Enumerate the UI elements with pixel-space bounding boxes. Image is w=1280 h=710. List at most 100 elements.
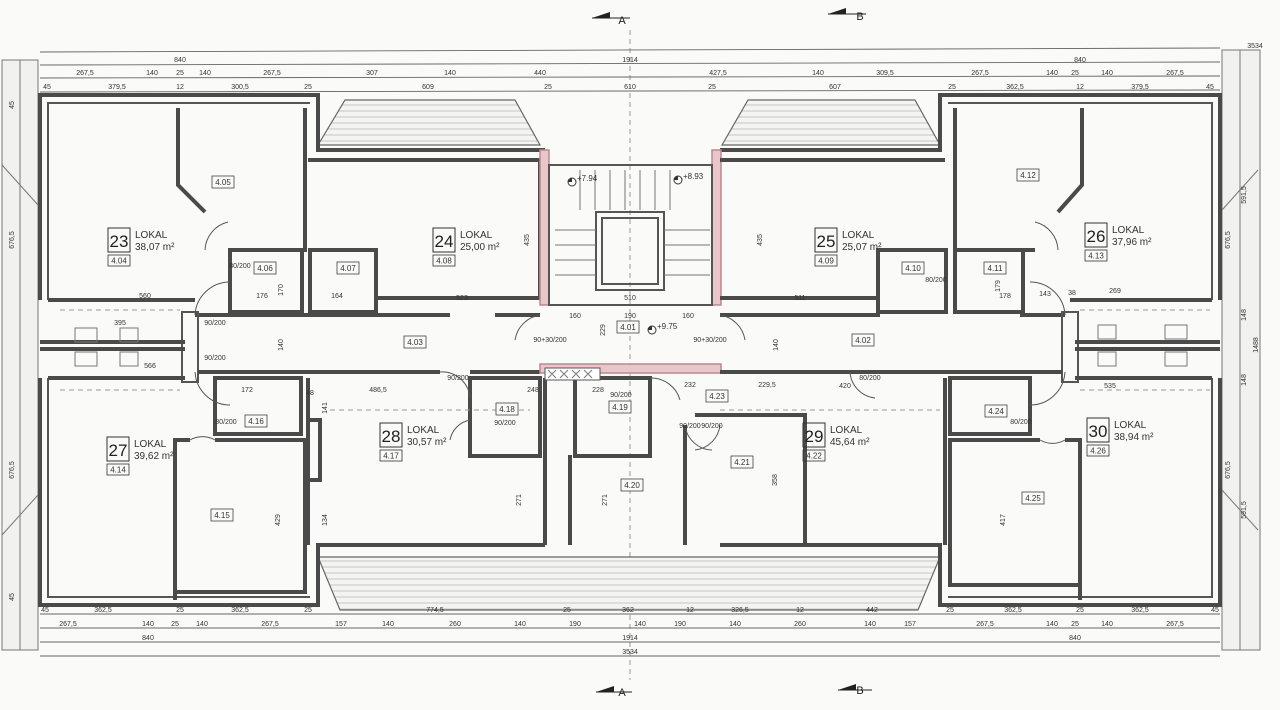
dimension-label: 535 — [1104, 383, 1116, 390]
section-arrow-icon — [592, 12, 610, 18]
dimension-label: 25 — [708, 84, 716, 91]
dimension-label: 140 — [634, 621, 646, 628]
room-code-label: 4.01 — [620, 323, 636, 332]
unit-area: 38,94 m² — [1114, 432, 1154, 443]
unit-code-box — [106, 463, 130, 476]
door-size-label: 90/200 — [204, 355, 226, 362]
room-code-label: 4.15 — [214, 511, 230, 520]
room-code-label: 4.03 — [407, 338, 423, 347]
fixtures — [60, 221, 1210, 451]
dimension-label: 25 — [304, 607, 312, 614]
unit-number-box — [1084, 222, 1108, 248]
room-code-label: 4.20 — [624, 481, 640, 490]
dimension-label: 140 — [1101, 621, 1113, 628]
room-code-box — [984, 404, 1008, 418]
dimension-label: 228 — [592, 387, 604, 394]
dimension-label: 435 — [757, 234, 764, 246]
dimension-label: 267,5 — [59, 621, 77, 628]
dimension-label: 267,5 — [261, 621, 279, 628]
unit-code-box — [107, 254, 131, 267]
dimension-label: 178 — [999, 293, 1011, 300]
room-code-box — [620, 478, 644, 492]
dimension-label: 435 — [524, 234, 531, 246]
room-code-label: 4.19 — [612, 403, 628, 412]
dimension-label: 25 — [304, 84, 312, 91]
dimension-label: 140 — [199, 70, 211, 77]
dimension-label: 160 — [569, 313, 581, 320]
unit-code-box — [432, 254, 456, 267]
room-code-box — [851, 333, 875, 347]
unit-number-box — [106, 436, 130, 462]
unit-area: 38,07 m² — [135, 242, 175, 253]
section-label-bottom-a: A — [618, 687, 626, 699]
dimension-label: 610 — [624, 84, 636, 91]
dimension-label: 148 — [1241, 374, 1248, 386]
door-size-label: 90/200 — [679, 423, 701, 430]
room-code-box — [1016, 168, 1040, 182]
unit-code-box — [1086, 444, 1110, 457]
dimension-label: 442 — [866, 607, 878, 614]
unit-area: 37,96 m² — [1112, 237, 1152, 248]
dimension-label: 179 — [995, 280, 1002, 292]
dimension-label: 440 — [534, 70, 546, 77]
dimension-label: 840 — [142, 635, 154, 642]
door-size-label: 90/200 — [610, 392, 632, 399]
dimension-label: 140 — [382, 621, 394, 628]
dimension-label: 523 — [456, 295, 468, 302]
unit-code: 4.26 — [1090, 447, 1106, 456]
dimension-label: 160 — [682, 313, 694, 320]
unit-area: 30,57 m² — [407, 437, 447, 448]
unit-code: 4.08 — [436, 257, 452, 266]
dimension-label: 25 — [544, 84, 552, 91]
dimension-label: 417 — [1000, 514, 1007, 526]
unit-area: 25,00 m² — [460, 242, 500, 253]
dimension-label: 38 — [1068, 290, 1076, 297]
unit-code-box — [379, 449, 403, 462]
dimension-label: 190 — [674, 621, 686, 628]
room-code-box — [495, 402, 519, 416]
room-code-box — [901, 261, 925, 275]
dimension-label: 190 — [569, 621, 581, 628]
room-code-label: 4.25 — [1025, 494, 1041, 503]
dimension-label: 157 — [335, 621, 347, 628]
unit-area: 25,07 m² — [842, 242, 882, 253]
dimension-label: 25 — [176, 607, 184, 614]
dimension-label: 362 — [622, 607, 634, 614]
unit-type-label: LOKAL — [134, 439, 167, 450]
unit-code: 4.13 — [1088, 252, 1104, 261]
dimension-label: 607 — [829, 84, 841, 91]
dimension-label: 248 — [527, 387, 539, 394]
room-code-box — [608, 400, 632, 414]
dimension-label: 362,5 — [1006, 84, 1024, 91]
door-size-label: 90+30/200 — [533, 337, 566, 344]
unit-code: 4.04 — [111, 257, 127, 266]
unit-area: 39,62 m² — [134, 451, 174, 462]
dimension-label: 143 — [1039, 291, 1051, 298]
roof-dormer-top-left — [316, 99, 542, 146]
dimension-label: 267,5 — [976, 621, 994, 628]
level-elevation: +9.75 — [657, 322, 678, 331]
dimension-label: 25 — [171, 621, 179, 628]
unit-number: 27 — [109, 441, 128, 460]
unit-number: 24 — [435, 232, 454, 251]
room-code-box — [210, 508, 234, 522]
dimension-label: 840 — [1069, 635, 1081, 642]
room-code-label: 4.21 — [734, 458, 750, 467]
door-size-label: 90/200 — [701, 423, 723, 430]
ventilation-shaft — [544, 367, 601, 381]
dimension-label: 566 — [144, 363, 156, 370]
dimension-label: 267,5 — [1166, 621, 1184, 628]
unit-number: 23 — [110, 232, 129, 251]
room-code-box — [336, 261, 360, 275]
dimension-label: 140 — [1101, 70, 1113, 77]
dimension-label: 267,5 — [971, 70, 989, 77]
